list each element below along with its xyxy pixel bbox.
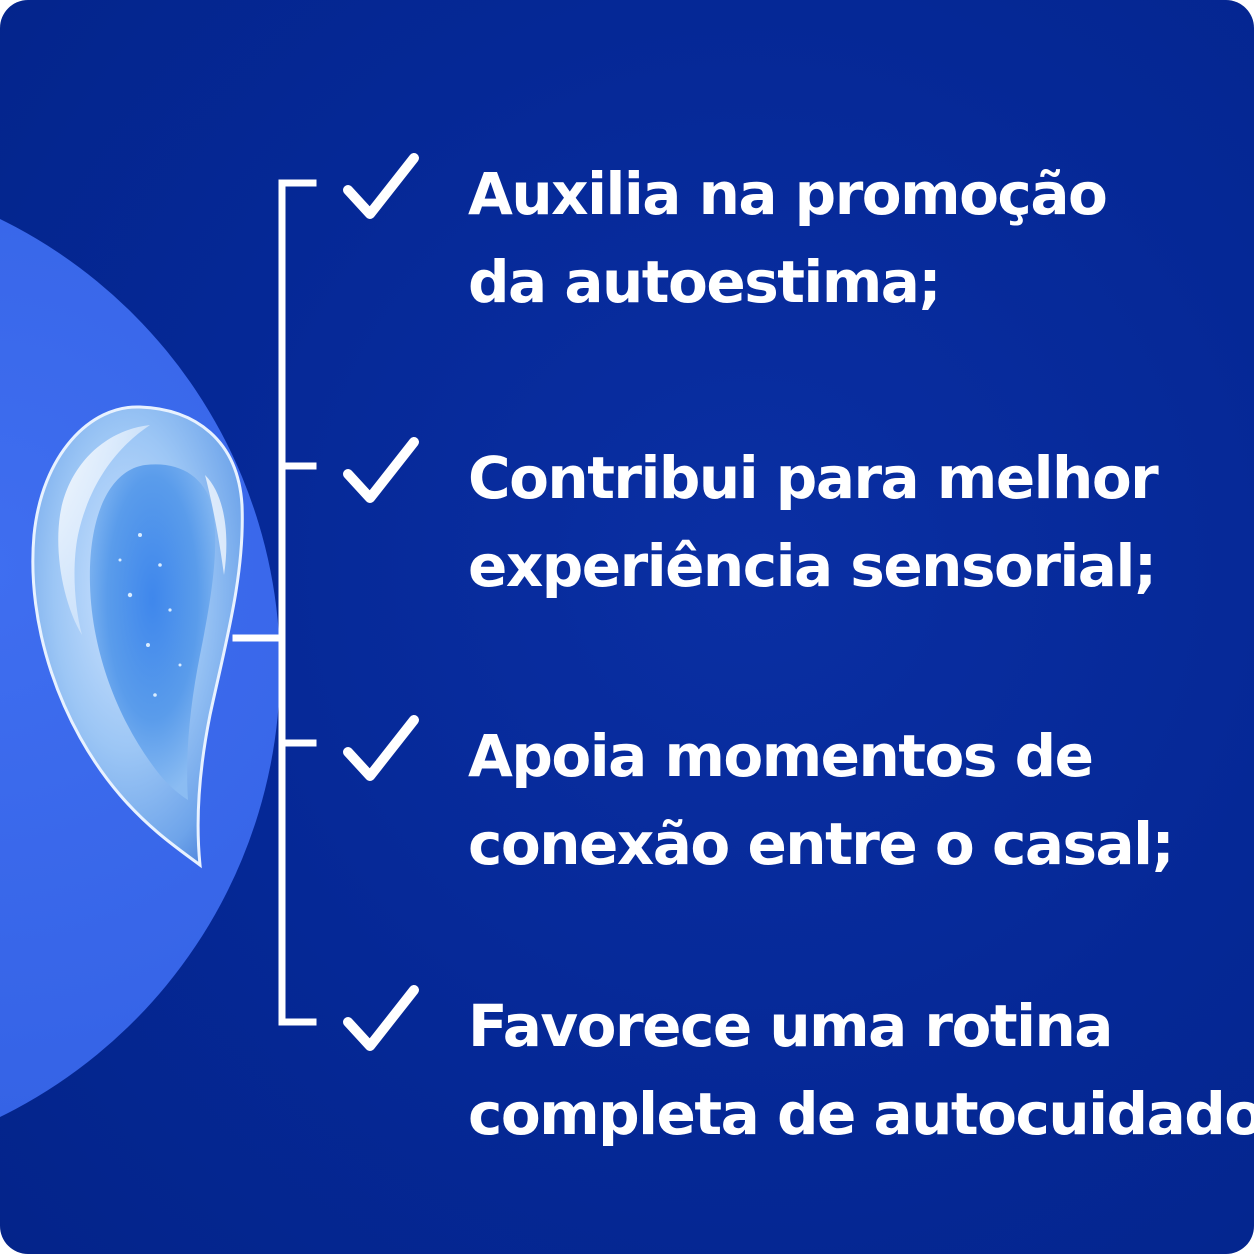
benefit-text-1: Auxilia na promoção da autoestima; — [468, 150, 1228, 326]
gel-swatch-image — [31, 405, 244, 869]
benefit-text-4: Favorece uma rotina completa de autocuid… — [468, 982, 1254, 1158]
check-icon — [343, 715, 419, 781]
benefit-line: experiência sensorial; — [468, 532, 1157, 600]
check-icon — [343, 153, 419, 219]
benefit-line: Apoia momentos de — [468, 722, 1094, 790]
benefit-line: Contribui para melhor — [468, 444, 1159, 512]
benefit-line: completa de autocuidado. — [468, 1080, 1254, 1148]
benefit-line: Favorece uma rotina — [468, 992, 1113, 1060]
check-icon — [343, 985, 419, 1051]
benefit-line: conexão entre o casal; — [468, 810, 1175, 878]
benefit-line: da autoestima; — [468, 248, 942, 316]
benefit-text-3: Apoia momentos de conexão entre o casal; — [468, 712, 1228, 888]
check-icon — [343, 437, 419, 503]
benefit-line: Auxilia na promoção — [468, 160, 1108, 228]
benefit-text-2: Contribui para melhor experiência sensor… — [468, 434, 1228, 610]
